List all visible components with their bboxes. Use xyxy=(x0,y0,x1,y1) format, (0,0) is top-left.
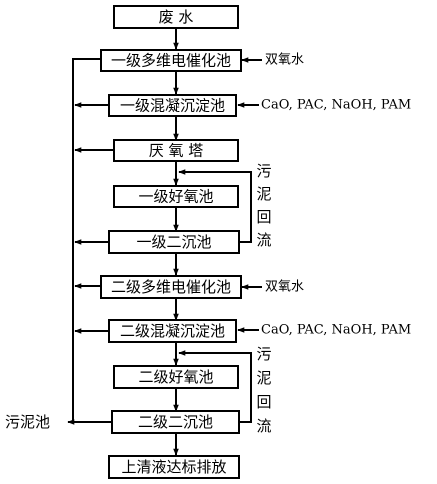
step-secondary-coagulation-tank: 二级混凝沉淀池 xyxy=(108,319,237,343)
sludge-collection-lines xyxy=(67,58,142,425)
svg-text:二级多维电催化池: 二级多维电催化池 xyxy=(111,278,231,296)
svg-text:回: 回 xyxy=(256,208,271,226)
step-primary-coagulation-tank: 一级混凝沉淀池 xyxy=(108,94,237,117)
svg-text:流: 流 xyxy=(256,417,271,435)
chemicals-label-2: CaO, PAC, NaOH, PAM xyxy=(261,323,411,338)
svg-text:二级好氧池: 二级好氧池 xyxy=(138,368,213,386)
sludge-return-label-1: 污 泥 回 流 xyxy=(256,162,271,249)
hydrogen-peroxide-label-2: 双氧水 xyxy=(265,280,304,295)
svg-text:一级混凝沉淀池: 一级混凝沉淀池 xyxy=(120,97,225,115)
svg-text:二级混凝沉淀池: 二级混凝沉淀池 xyxy=(120,322,225,340)
sludge-tank-label: 污泥池 xyxy=(5,413,50,431)
step-secondary-electrocatalytic-tank: 二级多维电催化池 xyxy=(100,275,242,299)
svg-text:回: 回 xyxy=(256,393,271,411)
step-primary-electrocatalytic-tank: 一级多维电催化池 xyxy=(100,49,242,72)
step-secondary-secondary-clarifier: 二级二沉池 xyxy=(111,410,240,434)
reagent-input-arrows xyxy=(237,57,262,333)
svg-text:一级多维电催化池: 一级多维电催化池 xyxy=(111,52,231,70)
sludge-return-label-2: 污 泥 回 流 xyxy=(256,345,271,435)
step-primary-secondary-clarifier: 一级二沉池 xyxy=(108,230,240,254)
hydrogen-peroxide-label-1: 双氧水 xyxy=(265,53,304,68)
step-primary-aerobic-tank: 一级好氧池 xyxy=(113,185,239,208)
svg-text:废 水: 废 水 xyxy=(159,8,194,26)
svg-text:厌 氧 塔: 厌 氧 塔 xyxy=(149,142,204,160)
sludge-return-loop-2 xyxy=(178,350,252,423)
step-wastewater: 废 水 xyxy=(113,5,239,29)
svg-text:污: 污 xyxy=(256,162,271,180)
svg-text:泥: 泥 xyxy=(256,369,271,387)
svg-text:泥: 泥 xyxy=(256,185,271,203)
step-supernatant-discharge: 上清液达标排放 xyxy=(108,455,240,479)
step-secondary-aerobic-tank: 二级好氧池 xyxy=(113,365,239,389)
step-anaerobic-tower: 厌 氧 塔 xyxy=(113,139,239,162)
svg-text:一级二沉池: 一级二沉池 xyxy=(136,233,211,251)
sludge-return-loop-1 xyxy=(178,169,252,243)
svg-text:一级好氧池: 一级好氧池 xyxy=(138,188,213,206)
svg-text:流: 流 xyxy=(256,231,271,249)
svg-text:污: 污 xyxy=(256,345,271,363)
svg-text:二级二沉池: 二级二沉池 xyxy=(138,413,213,431)
svg-text:上清液达标排放: 上清液达标排放 xyxy=(121,458,226,476)
chemicals-label-1: CaO, PAC, NaOH, PAM xyxy=(261,98,411,113)
